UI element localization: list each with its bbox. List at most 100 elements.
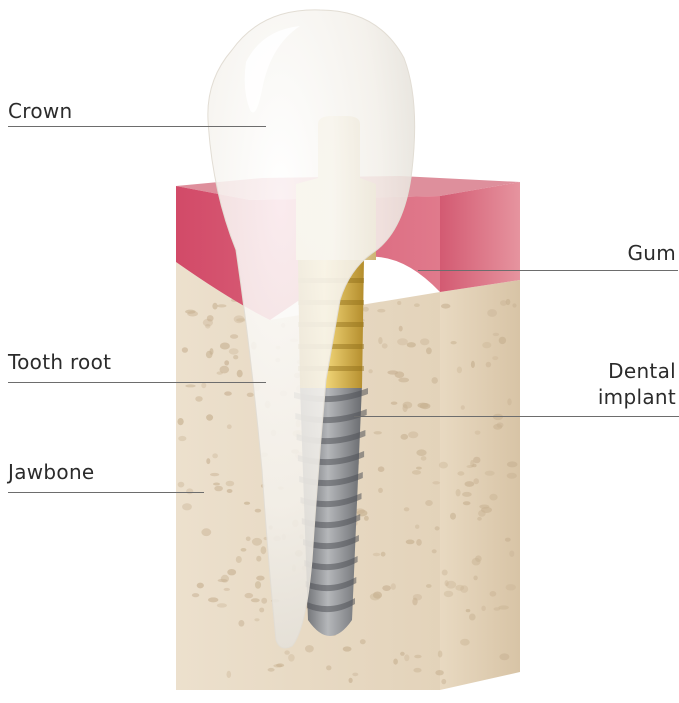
- crown-label: Crown: [8, 98, 73, 124]
- bone-pore: [403, 402, 413, 409]
- bone-pore: [416, 449, 426, 456]
- bone-pore: [230, 334, 238, 339]
- bone-pore: [432, 549, 437, 553]
- bone-pore: [435, 526, 440, 530]
- bone-pore: [178, 436, 186, 441]
- bone-pore: [461, 405, 465, 410]
- bone-pore: [206, 414, 213, 420]
- bone-pore: [378, 466, 385, 472]
- bone-pore: [486, 362, 491, 368]
- bone-pore: [256, 576, 264, 581]
- bone-pore: [246, 537, 251, 542]
- jawbone-label: Jawbone: [8, 459, 95, 485]
- bone-pore: [416, 467, 422, 470]
- bone-pore: [368, 369, 372, 373]
- bone-pore: [506, 584, 516, 590]
- bone-pore: [467, 465, 474, 468]
- bone-pore: [460, 639, 470, 646]
- bone-pore: [465, 481, 475, 487]
- bone-pore: [414, 303, 420, 307]
- tooth-root-label: Tooth root: [8, 349, 111, 375]
- bone-pore: [399, 326, 403, 332]
- bone-pore: [227, 489, 233, 493]
- bone-pore: [187, 311, 198, 317]
- bone-pore: [247, 393, 254, 397]
- bone-pore: [343, 646, 352, 651]
- bone-pore: [462, 492, 472, 497]
- bone-pore: [482, 342, 491, 348]
- bone-pore: [201, 383, 206, 389]
- bone-pore: [489, 494, 497, 501]
- bone-pore: [197, 583, 204, 589]
- bone-pore: [178, 418, 184, 425]
- bone-pore: [463, 501, 471, 505]
- bone-pore: [471, 361, 475, 368]
- crown-leader-line: [8, 126, 266, 127]
- bone-pore: [377, 309, 385, 313]
- bone-pore: [364, 516, 369, 521]
- bone-pore: [412, 470, 421, 475]
- bone-pore: [450, 513, 456, 520]
- bone-pore: [245, 593, 254, 598]
- bone-pore: [490, 591, 497, 597]
- bone-pore: [475, 431, 481, 435]
- bone-pore: [391, 402, 398, 405]
- bone-pore: [373, 553, 380, 556]
- bone-pore: [466, 609, 471, 612]
- bone-pore: [195, 396, 202, 402]
- bone-pore: [451, 341, 457, 344]
- bone-pore: [441, 679, 446, 684]
- bone-pore: [182, 347, 188, 353]
- bone-pore: [426, 584, 432, 588]
- bone-pore: [252, 538, 262, 546]
- bone-pore: [404, 654, 409, 661]
- bone-pore: [412, 598, 417, 606]
- bone-pore: [255, 509, 261, 513]
- bone-pore: [472, 558, 481, 566]
- bone-pore: [397, 301, 401, 305]
- bone-pore: [416, 539, 422, 546]
- bone-pore: [408, 431, 418, 438]
- bone-pore: [445, 580, 449, 586]
- bone-pore: [487, 309, 497, 317]
- bone-pore: [220, 343, 230, 350]
- bone-pore: [217, 603, 227, 607]
- bone-pore: [182, 503, 192, 510]
- bone-pore: [284, 650, 289, 654]
- bone-pore: [435, 670, 443, 675]
- bone-pore: [378, 337, 382, 344]
- bone-pore: [473, 478, 479, 484]
- bone-pore: [326, 665, 331, 670]
- bone-pore: [226, 481, 235, 487]
- bone-pore: [229, 348, 239, 354]
- bone-pore: [477, 517, 482, 521]
- gum-side-face: [440, 182, 520, 292]
- bone-pore: [407, 342, 416, 347]
- bone-pore: [404, 507, 410, 511]
- bone-pore: [382, 585, 391, 591]
- bone-pore: [492, 356, 498, 360]
- bone-pore: [261, 546, 267, 554]
- bone-pore: [273, 664, 282, 667]
- bone-pore: [426, 347, 432, 354]
- bone-pore: [387, 370, 398, 374]
- bone-pore: [373, 592, 382, 599]
- bone-pore: [391, 583, 396, 590]
- bone-pore: [220, 366, 230, 374]
- bone-pore: [507, 398, 511, 405]
- bone-pore: [493, 424, 502, 430]
- bone-pore: [233, 355, 238, 359]
- bone-pore: [478, 510, 486, 517]
- bone-pore: [236, 556, 242, 563]
- bone-pore: [473, 576, 477, 581]
- dental-implant-leader-line: [354, 416, 679, 417]
- bone-pore: [210, 348, 214, 355]
- bone-pore: [444, 591, 454, 597]
- dental-implant-label-line1: Dental: [608, 358, 676, 384]
- bone-pore: [349, 678, 353, 683]
- bone-pore: [457, 471, 464, 475]
- bone-pore: [438, 651, 443, 658]
- bone-pore: [255, 581, 261, 589]
- bone-pore: [259, 608, 264, 613]
- gum-label: Gum: [627, 240, 676, 266]
